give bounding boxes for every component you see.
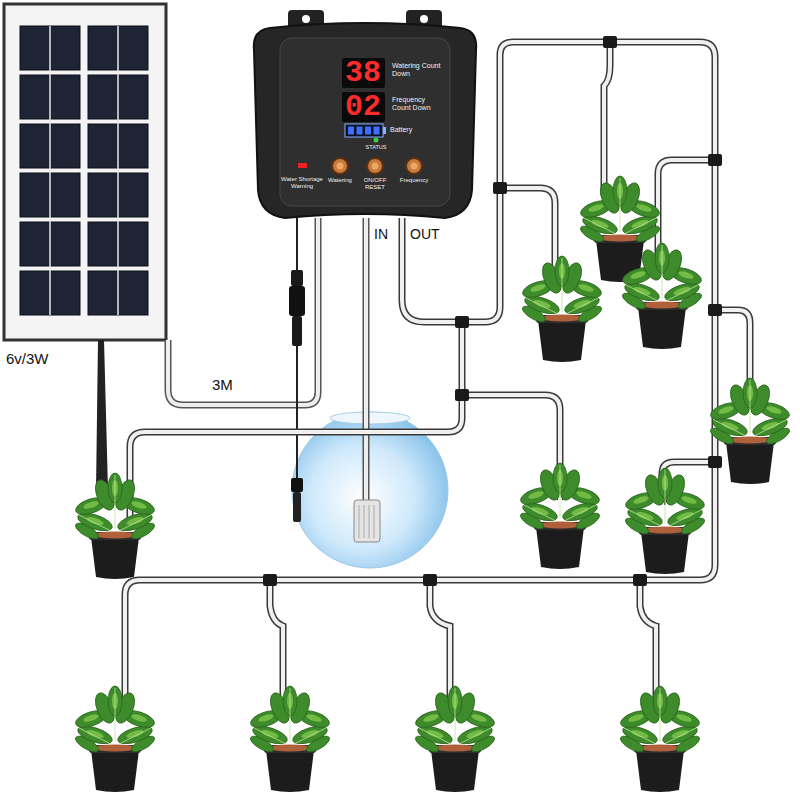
panel-label: Watering xyxy=(325,177,355,184)
potted-plant xyxy=(623,468,707,574)
panel-label: Water Shortage Warning xyxy=(277,176,327,190)
led-digits: 02 xyxy=(345,92,382,122)
battery-bar xyxy=(374,127,380,135)
inlet-tube xyxy=(354,218,380,542)
illustration-part xyxy=(168,218,318,405)
panel-label: Frequency Count Down xyxy=(392,96,442,112)
cell-bus-line xyxy=(50,26,118,315)
warning-led xyxy=(298,163,307,168)
illustration-part xyxy=(292,316,302,346)
illustration-part xyxy=(293,492,301,522)
controller-box: 38 02 Watering Count DownFrequency Count D… xyxy=(250,10,480,220)
illustration-part xyxy=(708,154,722,166)
status-led xyxy=(374,138,379,143)
panel-cable xyxy=(168,218,318,405)
potted-plant xyxy=(73,473,157,579)
illustration-part xyxy=(363,218,370,505)
potted-plant xyxy=(413,686,497,792)
push-button xyxy=(406,158,422,174)
button-cap xyxy=(411,163,418,170)
solar-cells xyxy=(20,26,148,315)
port-label: IN xyxy=(374,226,388,242)
push-button xyxy=(367,158,383,174)
panel-label: Frequency xyxy=(397,177,431,184)
mount-hole xyxy=(302,15,310,23)
battery-icon xyxy=(345,124,383,137)
illustration-part xyxy=(633,574,647,586)
tee-fittings xyxy=(263,36,722,586)
potted-plant xyxy=(618,686,702,792)
panel-label: Battery xyxy=(390,126,430,134)
potted-plant xyxy=(73,686,157,792)
button-cap xyxy=(337,163,344,170)
illustration-part xyxy=(168,218,318,405)
port-label: OUT xyxy=(410,226,440,242)
illustration-part xyxy=(455,316,469,328)
panel-label: STATUS xyxy=(356,144,396,150)
illustration-part xyxy=(291,478,303,492)
panel-label: ON/OFF RESET xyxy=(358,177,392,191)
illustration-part xyxy=(603,36,617,48)
illustration-part xyxy=(455,389,469,401)
potted-plant xyxy=(520,256,604,362)
potted-plants xyxy=(73,176,792,792)
illustration-part xyxy=(708,304,722,316)
housing-body xyxy=(254,23,476,218)
illustration-part xyxy=(423,574,437,586)
button-cap xyxy=(372,163,379,170)
panel-label: Watering Count Down xyxy=(392,62,442,78)
illustration-part xyxy=(708,456,722,468)
inlet-filter xyxy=(354,500,380,542)
potted-plant xyxy=(708,378,792,484)
illustration-part xyxy=(296,218,298,480)
illustration-part xyxy=(359,505,374,538)
panel-frame xyxy=(4,4,166,340)
spec-label: 3M xyxy=(212,376,233,393)
potted-plant xyxy=(248,686,332,792)
bowl-rim xyxy=(330,412,410,424)
sensor-cable xyxy=(289,218,305,522)
led-display: 02 xyxy=(342,92,385,122)
battery-bar xyxy=(348,127,354,135)
illustration-part xyxy=(364,218,368,505)
illustration-part xyxy=(493,182,507,194)
illustration-part xyxy=(289,286,305,316)
illustration-part xyxy=(291,270,303,286)
push-button xyxy=(332,158,348,174)
potted-plant xyxy=(518,463,602,569)
led-display: 38 xyxy=(342,58,385,88)
led-digits: 38 xyxy=(345,58,382,88)
mount-hole xyxy=(420,15,428,23)
spec-label: 6v/3W xyxy=(6,350,49,367)
potted-plant xyxy=(620,243,704,349)
illustration-part xyxy=(263,574,277,586)
battery-bar xyxy=(357,127,363,135)
battery-bar xyxy=(365,127,371,135)
battery-tip xyxy=(383,127,386,134)
